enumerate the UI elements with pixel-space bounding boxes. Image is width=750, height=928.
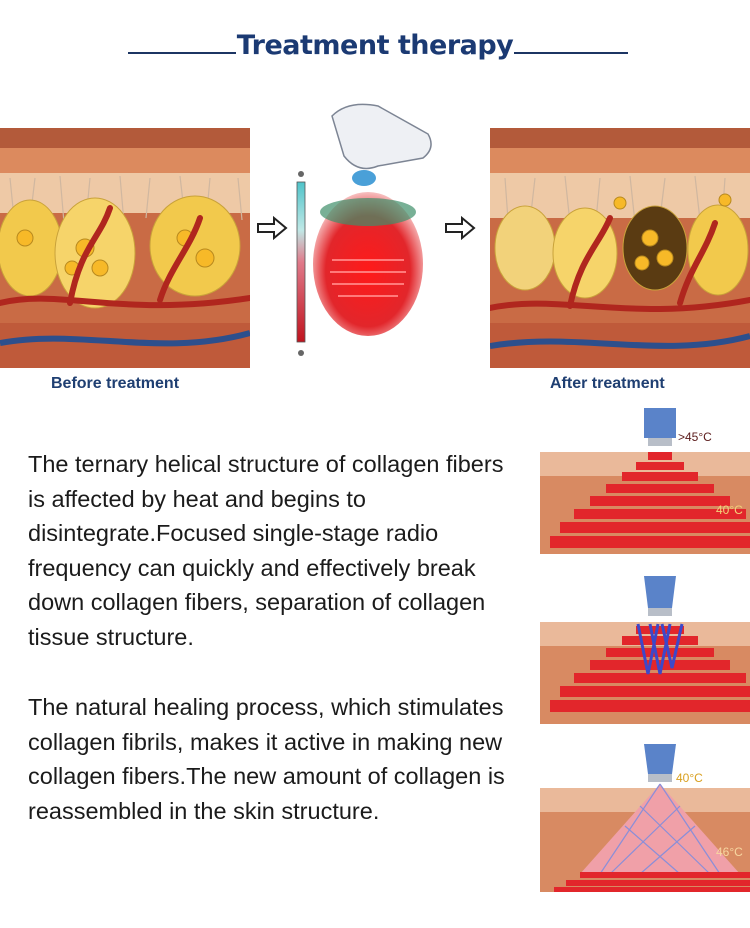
stage-1-side-temperature: 40°C	[716, 503, 743, 517]
stage-1-top-temperature: >45°C	[678, 430, 712, 444]
after-treatment-caption: After treatment	[550, 375, 665, 392]
paragraph-collagen-regeneration: The natural healing process, which stimu…	[28, 694, 505, 824]
arrow-right-icon	[444, 216, 476, 240]
title-rule-right	[514, 52, 628, 54]
before-treatment-illustration	[0, 128, 250, 368]
temperature-scale-icon	[294, 168, 308, 363]
after-treatment-illustration	[490, 128, 750, 368]
before-treatment-caption: Before treatment	[51, 375, 180, 392]
rf-stage-2-illustration	[540, 576, 750, 724]
page-title: Treatment therapy	[236, 30, 514, 61]
rf-stage-3-illustration	[540, 744, 750, 892]
heated-tissue-illustration	[312, 190, 424, 338]
paragraph-collagen-breakdown: The ternary helical structure of collage…	[28, 451, 504, 650]
rf-handpiece-icon	[318, 96, 438, 196]
stage-3-side-temperature: 46°C	[716, 845, 743, 859]
rf-stage-1-illustration	[540, 408, 750, 554]
title-rule-left	[128, 52, 236, 54]
arrow-right-icon	[256, 216, 288, 240]
stage-3-top-temperature: 40°C	[676, 771, 703, 785]
